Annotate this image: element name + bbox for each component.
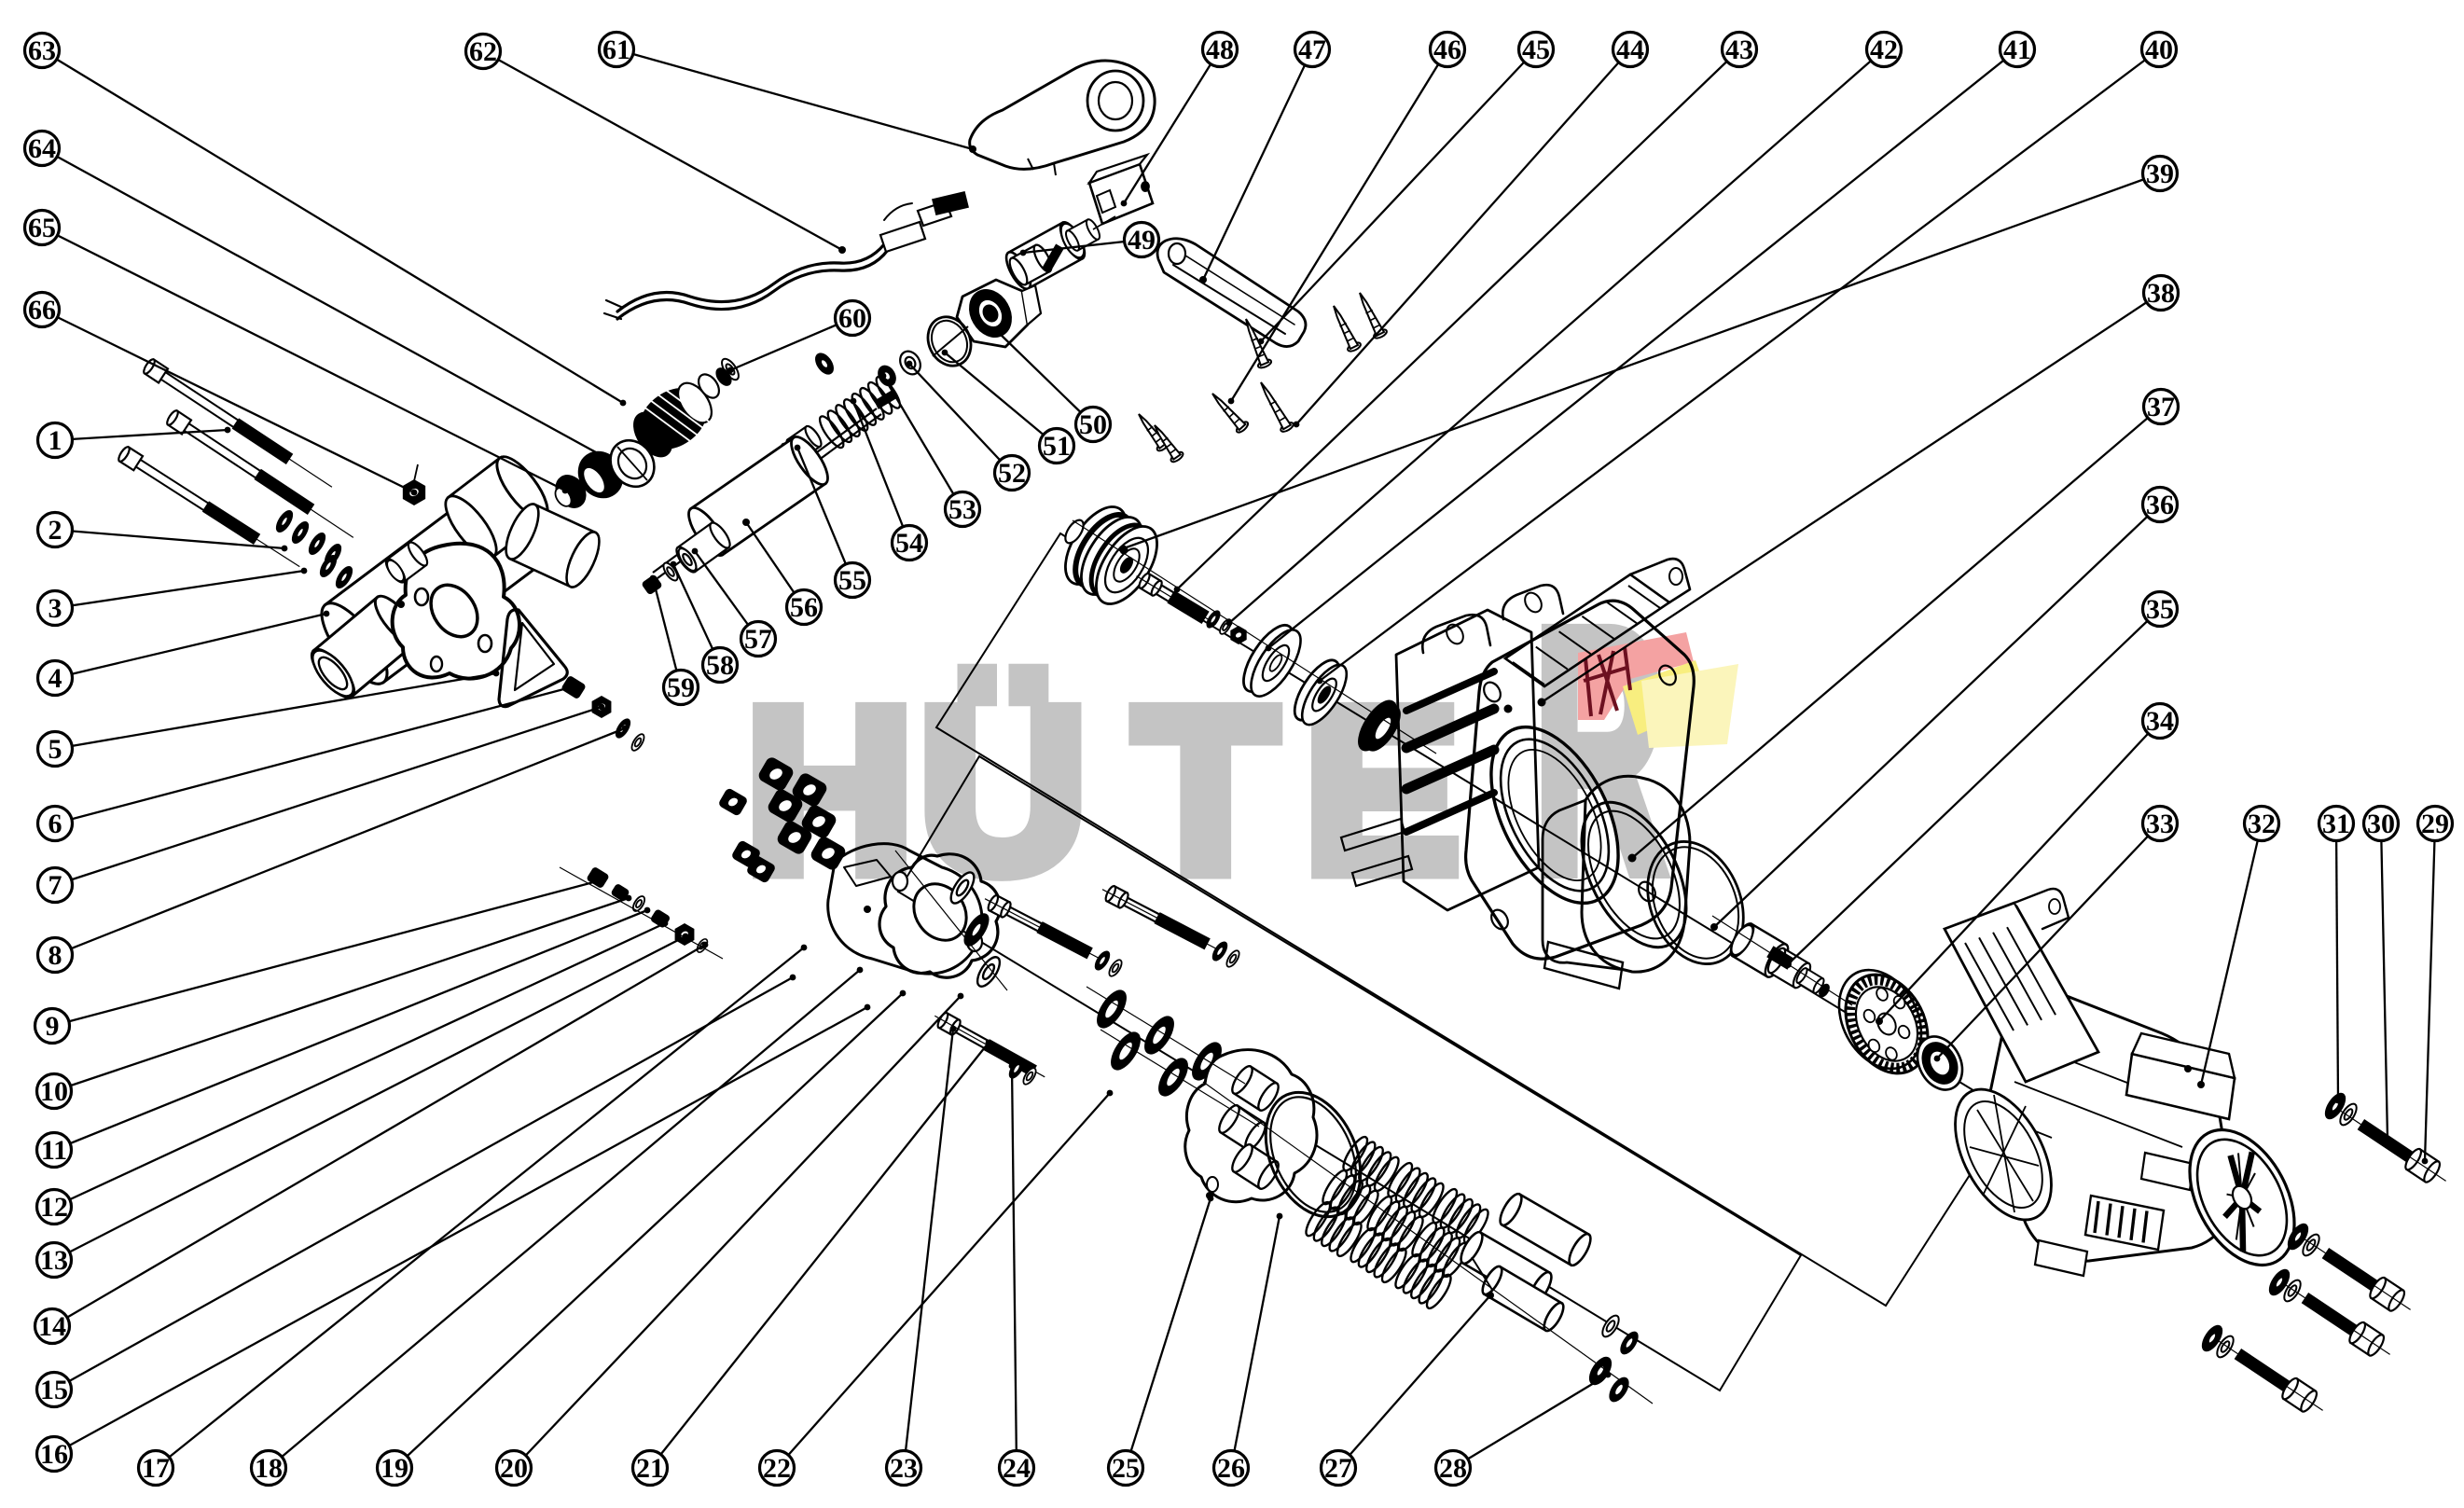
svg-text:T: T [1135,660,1277,920]
svg-text:22: 22 [763,1453,791,1484]
svg-text:65: 65 [28,213,56,243]
svg-text:4: 4 [48,663,62,694]
svg-text:18: 18 [255,1453,283,1484]
svg-text:56: 56 [790,592,818,623]
svg-text:54: 54 [895,528,923,559]
svg-text:42: 42 [1870,35,1898,65]
svg-text:61: 61 [602,35,630,65]
svg-text:29: 29 [2421,809,2449,839]
svg-text:32: 32 [2248,809,2276,839]
svg-text:21: 21 [636,1453,664,1484]
svg-text:36: 36 [2146,490,2174,520]
svg-text:40: 40 [2145,35,2173,65]
svg-text:24: 24 [1003,1453,1031,1484]
svg-text:19: 19 [381,1453,408,1484]
svg-text:34: 34 [2146,706,2174,737]
svg-text:13: 13 [40,1245,68,1276]
svg-text:58: 58 [706,650,734,681]
svg-text:53: 53 [948,494,976,525]
svg-text:49: 49 [1128,225,1156,256]
svg-text:16: 16 [40,1439,68,1470]
svg-text:R: R [1534,560,1666,943]
svg-text:48: 48 [1206,35,1234,65]
svg-text:12: 12 [40,1192,68,1223]
svg-text:66: 66 [28,295,56,325]
svg-text:27: 27 [1324,1453,1352,1484]
svg-text:62: 62 [469,36,497,67]
svg-text:2: 2 [48,515,62,546]
svg-text:50: 50 [1079,409,1107,440]
svg-text:7: 7 [48,870,62,901]
svg-text:6: 6 [48,809,62,839]
svg-text:39: 39 [2146,159,2174,189]
svg-text:10: 10 [40,1076,68,1107]
svg-text:47: 47 [1298,35,1326,65]
svg-text:64: 64 [28,133,56,164]
svg-text:63: 63 [28,35,56,66]
svg-text:31: 31 [2322,809,2350,839]
svg-text:55: 55 [838,565,866,596]
svg-text:52: 52 [998,458,1026,489]
svg-text:30: 30 [2367,809,2395,839]
svg-text:38: 38 [2147,278,2175,309]
svg-text:23: 23 [890,1453,918,1484]
svg-text:Ü: Ü [920,660,1087,920]
svg-text:14: 14 [38,1311,66,1342]
svg-text:43: 43 [1725,35,1753,65]
svg-text:15: 15 [40,1375,68,1405]
svg-text:45: 45 [1522,35,1550,65]
svg-text:9: 9 [46,1011,60,1042]
svg-text:17: 17 [142,1453,170,1484]
svg-text:41: 41 [2003,35,2031,65]
svg-text:37: 37 [2147,392,2175,422]
svg-text:44: 44 [1616,35,1644,65]
svg-text:26: 26 [1217,1453,1245,1484]
svg-text:H: H [746,660,913,920]
svg-text:60: 60 [838,303,866,334]
svg-text:46: 46 [1433,35,1461,65]
svg-text:20: 20 [500,1453,528,1484]
svg-text:28: 28 [1439,1453,1467,1484]
svg-text:35: 35 [2146,594,2174,625]
svg-text:57: 57 [744,624,772,655]
svg-text:51: 51 [1043,431,1071,462]
svg-text:3: 3 [48,593,62,624]
svg-text:5: 5 [48,734,62,765]
svg-text:11: 11 [41,1135,67,1166]
svg-text:8: 8 [48,940,62,971]
svg-text:1: 1 [48,425,62,456]
svg-text:33: 33 [2146,809,2174,839]
svg-text:59: 59 [667,672,695,703]
svg-text:25: 25 [1112,1453,1140,1484]
